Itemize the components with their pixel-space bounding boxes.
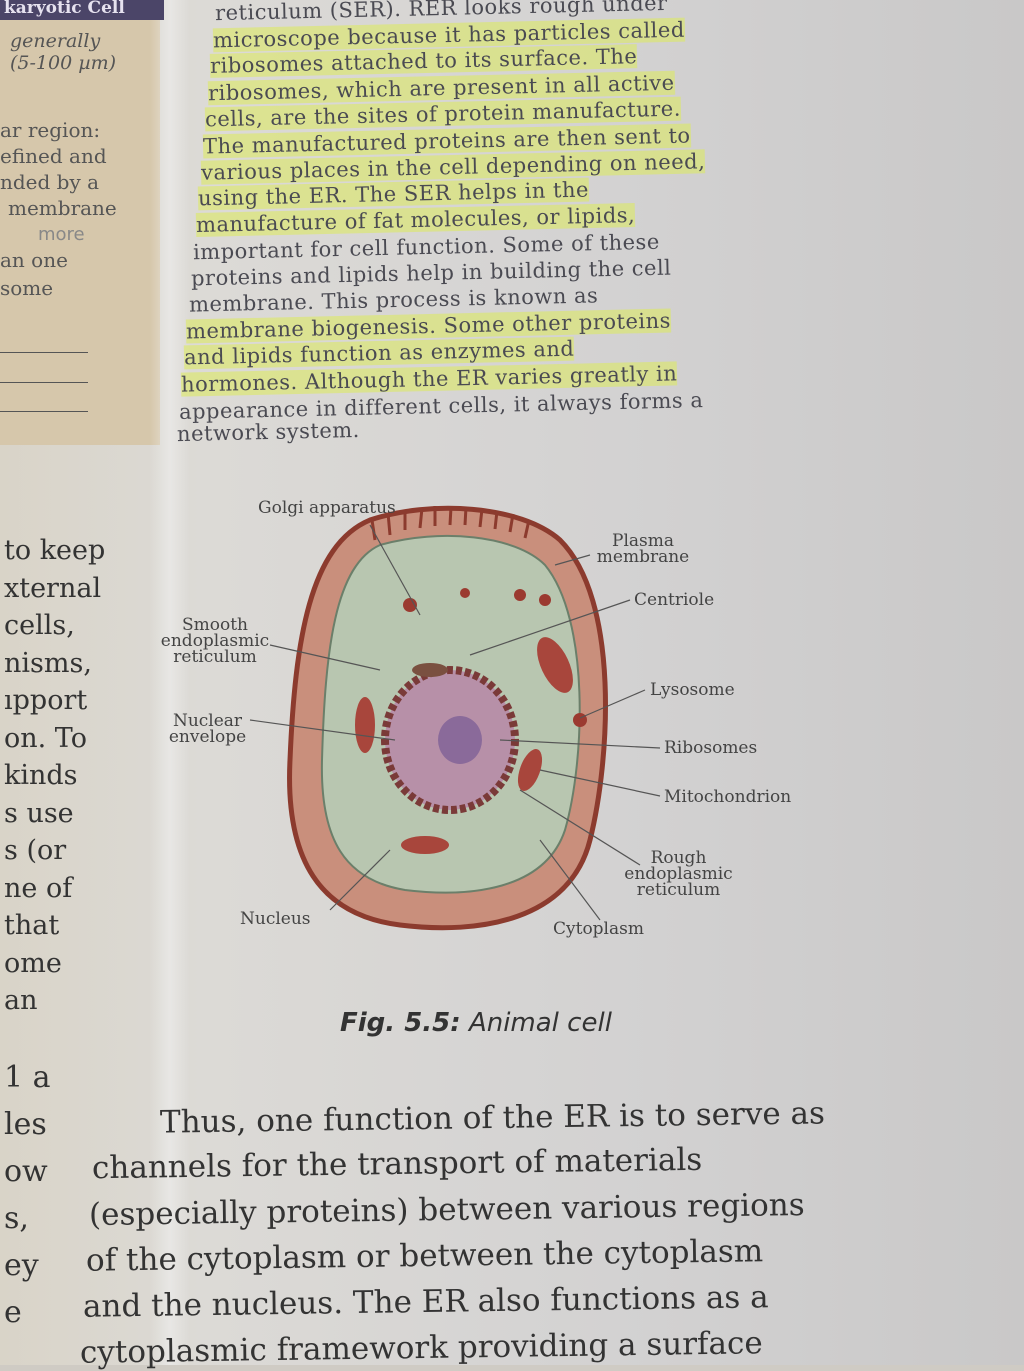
blank-line	[0, 352, 88, 353]
label-cytoplasm: Cytoplasm	[553, 919, 644, 939]
label-golgi-apparatus: Golgi apparatus	[258, 498, 396, 518]
sidebar-line: generally	[10, 30, 101, 52]
label-ribosomes: Ribosomes	[664, 738, 758, 758]
sidebar-line: membrane	[8, 196, 117, 220]
blank-line	[0, 411, 88, 412]
sidebar-line: nded by a	[0, 170, 100, 194]
blank-line	[0, 382, 88, 383]
mitochondria	[355, 637, 573, 854]
margin-text-line: ne of	[4, 872, 73, 904]
label-rough-er: Rough endoplasmic reticulum	[624, 848, 733, 900]
margin-text-line: kinds	[4, 760, 78, 791]
margin-text-line: to keep	[4, 535, 106, 566]
margin-text-line: nisms,	[4, 647, 92, 679]
page-shade	[150, 0, 190, 1365]
margin-text-line: e	[4, 1295, 22, 1330]
margin-text-line: s use	[4, 797, 74, 829]
margin-text-line: s,	[4, 1201, 29, 1236]
label-mitochondrion: Mitochondrion	[664, 787, 792, 807]
sidebar-line: ar region:	[0, 118, 101, 142]
margin-text-line: xternal	[4, 572, 102, 604]
margin-text-line: that	[4, 910, 60, 941]
margin-text-line: les	[4, 1107, 47, 1142]
margin-text-line: s (or	[4, 835, 67, 866]
margin-text-line: ıpport	[4, 685, 88, 716]
margin-text-line: on. To	[4, 722, 87, 754]
margin-text-line: an	[4, 985, 38, 1016]
margin-text-line: ow	[4, 1154, 48, 1189]
margin-text-line: 1 a	[4, 1060, 51, 1095]
label-nucleus: Nucleus	[240, 909, 311, 929]
sidebar-line: an one	[0, 248, 68, 272]
sidebar-header: karyotic Cell	[0, 0, 164, 20]
figure-title: Animal cell	[468, 1008, 612, 1038]
margin-text-line: cells,	[4, 610, 75, 641]
handwritten-note: more	[38, 224, 85, 245]
label-lysosome: Lysosome	[650, 680, 735, 700]
text-line: network system.	[176, 417, 360, 447]
margin-text-line: ey	[4, 1248, 39, 1283]
sidebar-line: (5-100 µm)	[10, 52, 117, 74]
label-centriole: Centriole	[634, 590, 715, 610]
sidebar-line: efined and	[0, 144, 107, 168]
label-smooth-er: Smooth endoplasmic reticulum	[160, 615, 270, 667]
figure-caption: Fig. 5.5: Animal cell	[340, 1008, 612, 1038]
animal-cell-diagram	[249, 505, 661, 931]
margin-text-line: ome	[4, 947, 62, 979]
label-lines	[249, 524, 661, 921]
nucleolus	[438, 716, 482, 764]
label-nuclear-envelope: Nuclear envelope	[168, 711, 247, 747]
golgi-villi	[370, 506, 531, 541]
figure-number: Fig. 5.5:	[340, 1008, 461, 1038]
sidebar-line: some	[0, 276, 54, 300]
label-plasma-membrane: Plasma membrane	[596, 531, 690, 567]
sidebar-panel	[0, 0, 160, 445]
